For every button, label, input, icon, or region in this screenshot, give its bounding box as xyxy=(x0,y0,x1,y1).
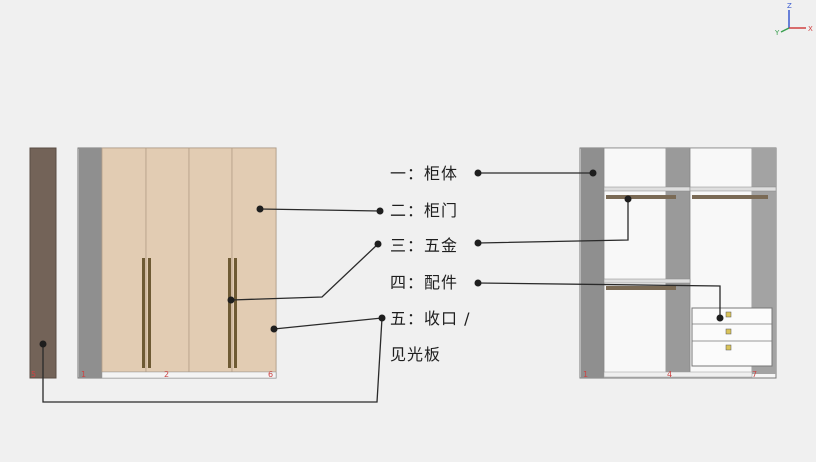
drawer-knob xyxy=(725,311,732,318)
door-panel xyxy=(145,147,190,373)
frame-side-left xyxy=(79,148,102,378)
door-handle xyxy=(228,258,231,368)
leader-line-trim-side xyxy=(42,317,383,403)
label-cabinet-door: 二：柜门 xyxy=(390,201,459,220)
label-trim-line1: 五：收口 / xyxy=(390,309,471,328)
door-handle xyxy=(234,258,237,368)
drawer-unit xyxy=(691,307,773,367)
leader-line-hardware xyxy=(477,199,629,244)
leader-line-hardware-handle xyxy=(230,243,379,301)
leader-lines xyxy=(42,172,721,403)
panel-number: 4 xyxy=(667,370,672,379)
door-handle xyxy=(148,258,151,368)
side-panel: 5 xyxy=(29,147,57,379)
door-panel xyxy=(188,147,233,373)
panel-number: 1 xyxy=(81,370,86,379)
wardrobe-door-view: 1 2 6 xyxy=(77,147,277,379)
panel-number: 5 xyxy=(31,370,36,379)
label-cabinet-body: 一：柜体 xyxy=(390,164,459,183)
panel-number: 1 xyxy=(583,370,588,379)
axis-y-label: Y xyxy=(774,29,780,37)
leader-line-cabinet-door xyxy=(259,208,381,212)
axis-x-label: X xyxy=(808,25,813,33)
panel-number: 6 xyxy=(268,370,273,379)
divider-panel xyxy=(666,148,690,374)
panel-number: 2 xyxy=(164,370,169,379)
hanging-rod xyxy=(606,286,676,290)
drawer-knob xyxy=(725,344,732,351)
wardrobe-interior-view: 1 4 7 xyxy=(579,147,777,379)
leader-line-trim-door xyxy=(273,317,383,330)
door-panel xyxy=(101,147,147,373)
panel-number: 7 xyxy=(752,370,757,379)
hanging-rod xyxy=(692,195,768,199)
frame-side-left xyxy=(581,148,604,378)
door-handle xyxy=(142,258,145,368)
door-panel xyxy=(231,147,277,373)
drawer-knob xyxy=(725,328,732,335)
label-hardware: 三：五金 xyxy=(390,236,459,255)
label-accessories: 四：配件 xyxy=(390,273,459,292)
axis-z-label: Z xyxy=(787,2,792,10)
leader-dots xyxy=(39,169,724,348)
hanging-rod xyxy=(606,195,676,199)
label-trim-line2: 见光板 xyxy=(390,345,442,364)
axis-indicator-icon: Z X Y xyxy=(774,2,813,37)
leader-line-accessories xyxy=(477,282,721,318)
